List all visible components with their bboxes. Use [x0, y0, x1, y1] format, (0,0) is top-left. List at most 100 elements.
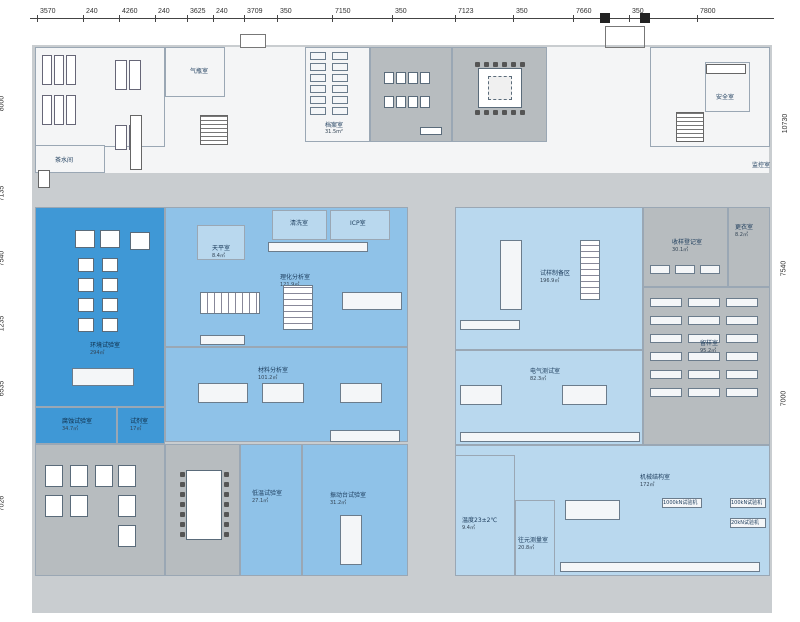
toilet-stall	[115, 125, 127, 150]
top-dimension-value: 7150	[335, 8, 351, 15]
column-marker-2	[640, 13, 650, 23]
mechanical-name: 机械结构室	[640, 474, 671, 481]
meeting-seat-pod	[408, 96, 418, 108]
electrical-name: 电气测试室	[530, 368, 561, 375]
archive-shelf	[332, 63, 348, 71]
upper-bench	[268, 242, 368, 252]
top-dimension-value: 7800	[700, 8, 716, 15]
env-chamber	[78, 278, 94, 292]
chair	[224, 532, 229, 537]
chair	[224, 492, 229, 497]
center-bench	[283, 285, 313, 330]
chair	[511, 62, 516, 67]
material-analysis-area: 101.2㎡	[258, 375, 278, 381]
chair	[180, 482, 185, 487]
storage-shelf	[726, 352, 758, 361]
chair	[520, 110, 525, 115]
thermostat-room	[455, 455, 515, 576]
corrosion-room	[35, 407, 117, 444]
low-temp-area: 27.1㎡	[252, 498, 269, 504]
electrical-bench-1	[460, 385, 502, 405]
stair-left	[200, 115, 228, 145]
left-dimension-value: 7026	[0, 495, 6, 512]
storage-shelf	[688, 334, 720, 343]
meeting-room-a	[370, 47, 452, 142]
top-dimension-value: 350	[516, 8, 528, 15]
archive-shelf	[332, 52, 348, 60]
stair-left-2	[130, 115, 142, 170]
top-dimension-tick	[455, 15, 456, 22]
sample-storage-room	[643, 287, 770, 445]
chair	[224, 472, 229, 477]
left-dimension-value: 7135	[0, 185, 6, 202]
gas-bottle-room	[165, 47, 225, 97]
chair	[502, 62, 507, 67]
changing-area: 8.2㎡	[735, 232, 748, 238]
toilet-stall	[42, 95, 52, 125]
top-dimension-tick	[392, 15, 393, 22]
cleaning-label: 清洗室	[290, 220, 309, 227]
toilet-stall	[54, 95, 64, 125]
storage-shelf	[650, 298, 682, 307]
column-marker-1	[600, 13, 610, 23]
chair	[484, 110, 489, 115]
press-20	[730, 518, 766, 528]
top-dimension-value: 3570	[40, 8, 56, 15]
top-dimension-tick	[629, 15, 630, 22]
archive-room	[305, 47, 370, 142]
top-dimension-value: 350	[280, 8, 292, 15]
press-1000	[662, 498, 702, 508]
env-test-label: 环境试验室 294㎡	[90, 340, 120, 356]
storage-shelf	[726, 388, 758, 397]
thermostat-name: 温度23±2℃	[462, 517, 498, 524]
storage-shelf	[650, 265, 670, 274]
top-dimension-tick	[277, 15, 278, 22]
prep-label: 试样制备区 196.9㎡	[540, 268, 570, 284]
top-dimension-tick	[332, 15, 333, 22]
toilet-stall	[66, 95, 76, 125]
archive-shelf	[332, 74, 348, 82]
low-temp-room	[240, 444, 302, 576]
material-bench-4	[330, 430, 400, 442]
top-dimension-line	[30, 18, 774, 19]
env-bench	[72, 368, 134, 386]
toilet-stall	[42, 55, 52, 85]
reagent-label: 试剂室 17㎡	[130, 416, 148, 432]
top-dimension-tick	[697, 15, 698, 22]
balance-area: 8.4㎡	[212, 253, 225, 259]
tea-room-label: 茶水间	[55, 157, 74, 164]
office-desk	[45, 465, 63, 487]
storage-shelf	[688, 370, 720, 379]
storage-shelf	[650, 316, 682, 325]
storage-shelf	[726, 370, 758, 379]
chair	[224, 502, 229, 507]
reagent-area: 17㎡	[130, 426, 142, 432]
entry-canopy	[605, 26, 645, 48]
top-dimension-value: 240	[216, 8, 228, 15]
special-meas-name: 往元测量室	[518, 537, 549, 544]
mechanical-label: 机械结构室 172㎡	[640, 472, 670, 488]
reagent-name: 试剂室	[130, 418, 149, 425]
meeting-seat-pod	[420, 72, 430, 84]
storage-shelf	[726, 298, 758, 307]
vibration-label: 振动台试验室 31.2㎡	[330, 490, 366, 506]
stair-right	[676, 112, 704, 142]
balance-room	[197, 225, 245, 260]
chair	[475, 110, 480, 115]
electrical-label: 电气测试室 82.3㎡	[530, 366, 560, 382]
right-dimension-value: 7000	[780, 390, 788, 407]
mechanical-bench-row	[560, 562, 760, 572]
balance-label: 天平室 8.4㎡	[212, 243, 230, 259]
top-dimension-value: 350	[395, 8, 407, 15]
left-dimension-value: 8000	[0, 95, 6, 112]
left-dimension-value: 7540	[0, 250, 6, 267]
chair	[493, 110, 498, 115]
tea-room	[35, 145, 105, 173]
left-dimension-value: 6535	[0, 380, 6, 397]
sample-reg-name: 收样登记室	[672, 239, 703, 246]
archive-shelf	[310, 63, 326, 71]
archive-shelf	[332, 85, 348, 93]
top-dimension-value: 240	[158, 8, 170, 15]
toilet-stall	[66, 55, 76, 85]
top-dimension-tick	[513, 15, 514, 22]
